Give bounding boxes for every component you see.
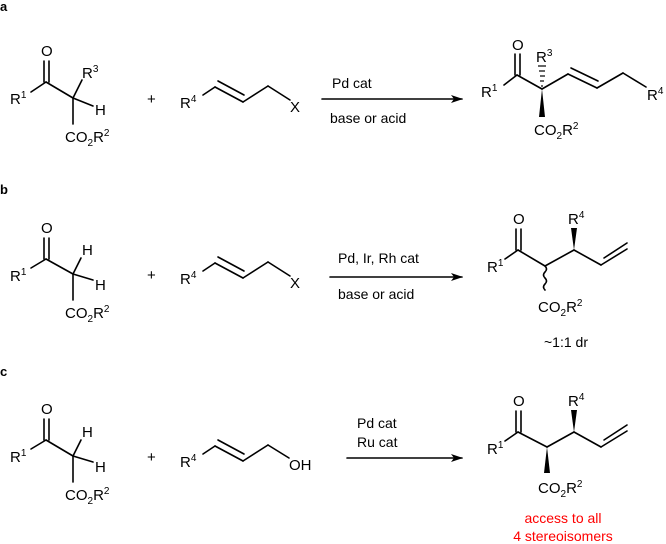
panel-b: b O R1 H H CO2R2 + R4 X Pd, Ir, Rh <box>0 182 628 350</box>
ester-label: CO2R2 <box>538 479 583 500</box>
panel-label-b: b <box>0 182 8 197</box>
panel-a: a O R1 R3 H CO2R2 + R4 X <box>0 0 664 149</box>
carbonyl-oxygen: O <box>513 393 525 410</box>
h-label-top: H <box>82 242 93 259</box>
carbonyl-oxygen: O <box>41 220 53 237</box>
r1-label: R1 <box>487 258 504 276</box>
r1-label: R1 <box>10 90 27 108</box>
carbonyl-oxygen: O <box>512 37 524 54</box>
panel-b-allyl-electrophile: R4 X <box>180 256 300 292</box>
panel-label-a: a <box>0 0 8 14</box>
plus-sign: + <box>147 449 156 466</box>
r3-label: R3 <box>536 48 553 66</box>
r1-label: R1 <box>487 440 504 458</box>
r4-label: R4 <box>568 392 585 410</box>
conditions-catalyst: Pd cat <box>332 75 372 91</box>
h-label-right: H <box>95 459 106 476</box>
carbonyl-oxygen: O <box>513 211 525 228</box>
plus-sign: + <box>147 91 156 108</box>
h-label-top: H <box>82 424 93 441</box>
ester-label: CO2R2 <box>534 121 579 142</box>
conditions-catalyst-2: Ru cat <box>357 434 398 450</box>
h-label-right: H <box>95 277 106 294</box>
panel-a-product: O R1 R3 R4 CO2R2 <box>481 37 664 142</box>
ester-label: CO2R2 <box>65 486 110 507</box>
conditions-catalyst: Pd, Ir, Rh cat <box>338 250 419 266</box>
panel-a-reaction-arrow: Pd cat base or acid <box>321 75 463 126</box>
panel-a-allyl-electrophile: R4 X <box>180 80 300 116</box>
panel-b-product: O R1 R4 CO2R2 ~1:1 dr <box>487 210 628 350</box>
panel-c-reaction-arrow: Pd cat Ru cat <box>346 415 463 462</box>
r4-label: R4 <box>180 270 197 288</box>
plus-sign: + <box>147 267 156 284</box>
panel-c-beta-ketoester: O R1 H H CO2R2 <box>10 401 110 507</box>
panel-c-product: O R1 R4 CO2R2 access to all 4 stereoisom… <box>487 392 628 544</box>
r3-label: R3 <box>82 64 99 82</box>
conditions-additive: base or acid <box>338 286 414 302</box>
ester-label: CO2R2 <box>65 304 110 325</box>
r4-label: R4 <box>180 453 197 471</box>
r1-label: R1 <box>10 448 27 466</box>
h-label: H <box>95 102 106 119</box>
stereoisomer-note-line2: 4 stereoisomers <box>513 528 613 544</box>
panel-label-c: c <box>0 364 7 379</box>
ester-label: CO2R2 <box>65 128 110 149</box>
leaving-group-x: X <box>290 275 300 292</box>
panel-c: c O R1 H H CO2R2 + R4 OH Pd cat <box>0 364 628 544</box>
r1-label: R1 <box>481 83 498 101</box>
ester-label: CO2R2 <box>538 298 583 319</box>
leaving-group-x: X <box>290 99 300 116</box>
carbonyl-oxygen: O <box>41 401 53 418</box>
r4-label: R4 <box>568 210 585 228</box>
r1-label: R1 <box>10 267 27 285</box>
panel-b-beta-ketoester: O R1 H H CO2R2 <box>10 220 110 325</box>
diastereomer-ratio-note: ~1:1 dr <box>544 334 588 350</box>
panel-a-beta-ketoester: O R1 R3 H CO2R2 <box>10 43 110 149</box>
panel-b-reaction-arrow: Pd, Ir, Rh cat base or acid <box>329 250 463 302</box>
panel-c-allyl-alcohol: R4 OH <box>180 439 312 474</box>
hydroxyl-group: OH <box>289 457 312 474</box>
conditions-catalyst-1: Pd cat <box>357 415 397 431</box>
r4-label: R4 <box>647 86 664 104</box>
r4-label: R4 <box>180 94 197 112</box>
conditions-additive: base or acid <box>330 110 406 126</box>
stereoisomer-note-line1: access to all <box>524 510 601 526</box>
carbonyl-oxygen: O <box>41 43 53 60</box>
